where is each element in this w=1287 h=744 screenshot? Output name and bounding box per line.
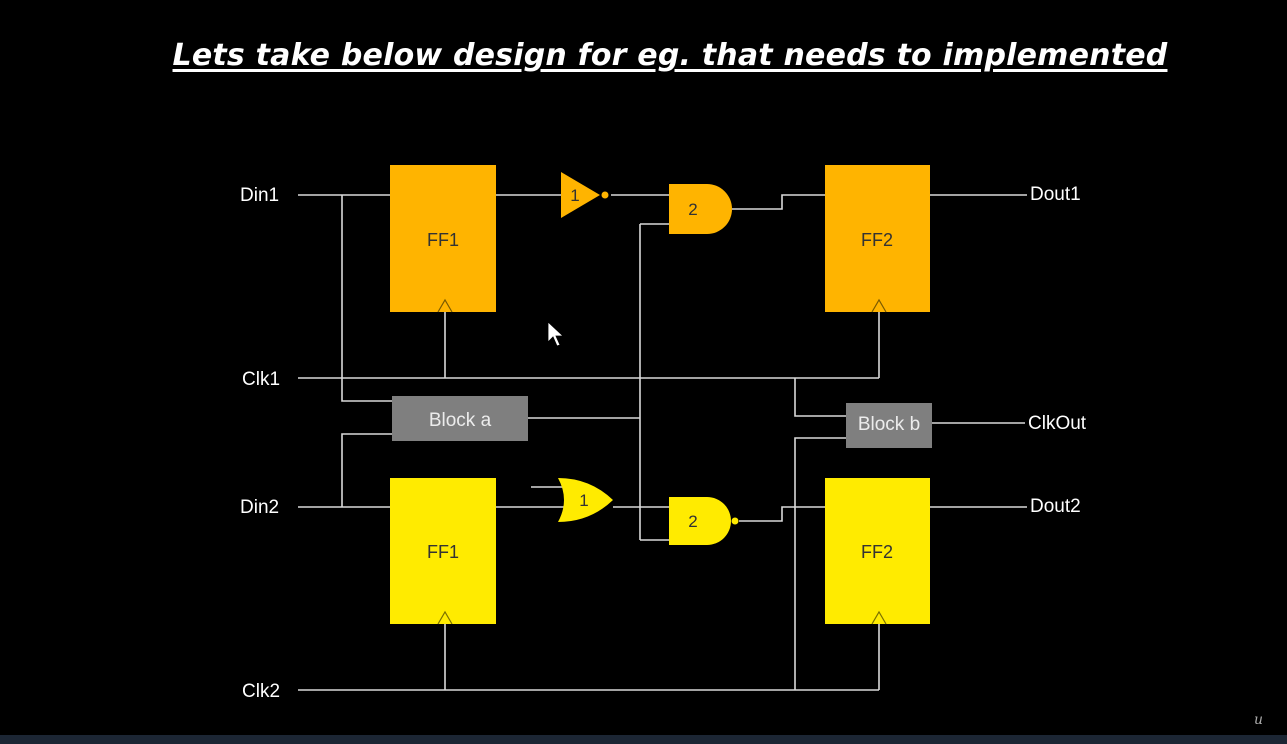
or-gate (558, 478, 613, 522)
clkout-label: ClkOut (1028, 413, 1087, 434)
block-b (846, 403, 932, 448)
ff2-bottom-block (825, 478, 930, 624)
ff1-top-label: FF1 (427, 230, 459, 250)
block-a (392, 396, 528, 441)
clk2-label: Clk2 (242, 681, 280, 702)
and-gate (669, 184, 732, 234)
din1-label: Din1 (240, 185, 279, 206)
inverter-label: 1 (570, 186, 579, 205)
block-a-label: Block a (429, 410, 492, 431)
ff1-top-block (390, 165, 496, 312)
ff1-bottom-block (390, 478, 496, 624)
mouse-cursor-icon (547, 321, 565, 347)
block-b-label: Block b (858, 414, 920, 435)
inverter-gate (561, 172, 600, 218)
ff1-bottom-label: FF1 (427, 542, 459, 562)
and-gate-label: 2 (688, 200, 697, 219)
nand-bubble (731, 517, 739, 525)
inverter-bubble (601, 191, 609, 199)
nand-gate-label: 2 (688, 512, 697, 531)
ff2-top-block (825, 165, 930, 312)
ff2-bottom-label: FF2 (861, 542, 893, 562)
or-gate-label: 1 (579, 491, 588, 510)
din2-label: Din2 (240, 497, 279, 518)
logo-watermark: u (1254, 712, 1264, 728)
bottom-bar (0, 735, 1287, 744)
slide-title: Lets take below design for eg. that need… (172, 38, 1168, 73)
dout2-label: Dout2 (1030, 496, 1081, 517)
nand-gate (669, 497, 731, 545)
dout1-label: Dout1 (1030, 184, 1081, 205)
clk1-label: Clk1 (242, 369, 280, 390)
ff2-top-label: FF2 (861, 230, 893, 250)
